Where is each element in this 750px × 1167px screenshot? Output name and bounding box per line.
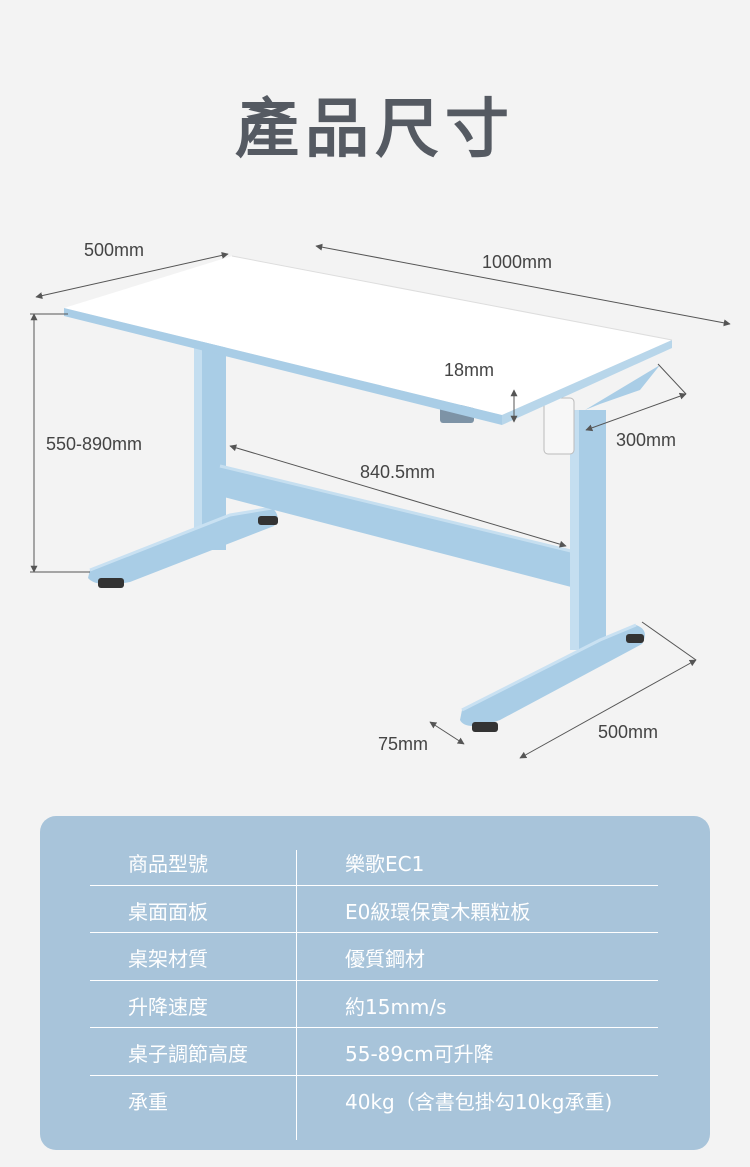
height-range-label: 550-890mm [46,434,142,454]
desk-dimension-diagram: 500mm 1000mm 550-890mm 18mm 840.5mm 300m… [30,240,731,759]
spec-key: 商品型號 [128,852,208,876]
spec-row: 商品型號 樂歌EC1 [90,838,658,886]
side-depth-label: 300mm [616,430,676,450]
spec-row: 桌面面板 E0級環保實木顆粒板 [90,886,658,934]
spec-value: 優質鋼材 [345,947,425,972]
depth-top-label: 500mm [84,240,144,260]
spec-key: 升降速度 [128,994,208,1019]
left-leg [88,340,278,588]
cup-holder [543,397,575,455]
spec-value: 55-89cm可升降 [345,1042,494,1067]
page-title: 產品尺寸 [235,93,515,167]
spec-row: 承重 40kg（含書包掛勾10kg承重) [90,1076,658,1124]
dimension-lines [30,243,731,759]
thickness-label: 18mm [444,360,494,380]
width-top-label: 1000mm [482,252,552,272]
spec-key: 承重 [128,1089,168,1114]
spec-value: 40kg（含書包掛勾10kg承重) [345,1089,613,1114]
spec-key: 桌架材質 [128,947,208,972]
spec-card: 商品型號 樂歌EC1 桌面面板 E0級環保實木顆粒板 桌架材質 優質鋼材 升降速… [40,816,710,1150]
spec-column-divider [296,850,297,1140]
spec-key: 桌子調節高度 [128,1042,248,1067]
crossbar-label: 840.5mm [360,462,435,482]
foot-width-label: 75mm [378,734,428,754]
spec-value: E0級環保實木顆粒板 [345,899,531,924]
spec-value: 樂歌EC1 [345,852,425,876]
crossbar [219,464,576,588]
spec-value: 約15mm/s [345,994,447,1019]
spec-row: 桌架材質 優質鋼材 [90,933,658,981]
foot-length-label: 500mm [598,722,658,742]
spec-key: 桌面面板 [128,899,208,924]
spec-table: 商品型號 樂歌EC1 桌面面板 E0級環保實木顆粒板 桌架材質 優質鋼材 升降速… [90,838,658,1124]
spec-row: 桌子調節高度 55-89cm可升降 [90,1028,658,1076]
desktop-panel [64,255,673,425]
spec-row: 升降速度 約15mm/s [90,981,658,1029]
